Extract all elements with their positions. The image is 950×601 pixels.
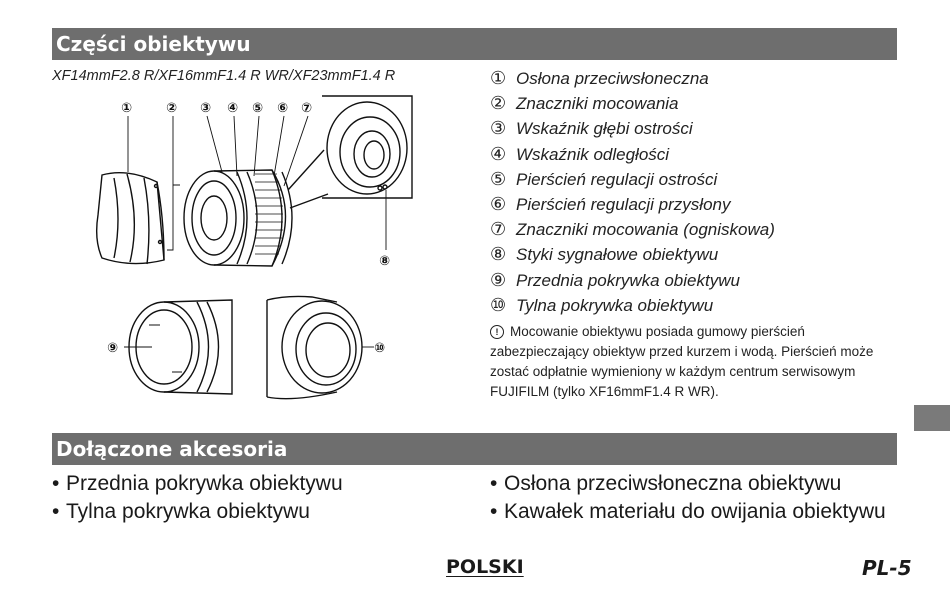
caution-note: !Mocowanie obiektywu posiada gumowy pier… (490, 322, 900, 402)
accessory-item: •Osłona przeciwsłoneczna obiektywu (490, 472, 842, 495)
accessory-item: •Kawałek materiału do owijania obiektywu (490, 500, 886, 523)
accessories-list-right: •Osłona przeciwsłoneczna obiektywu •Kawa… (490, 470, 886, 526)
accessories-list-left: •Przednia pokrywka obiektywu •Tylna pokr… (52, 470, 343, 526)
callout-10: ⑩ (374, 341, 385, 356)
callout-4: ④ (227, 101, 238, 116)
callout-9: ⑨ (107, 341, 118, 356)
callout-8: ⑧ (379, 254, 390, 269)
lens-parts-diagram: ① ② ③ ④ ⑤ ⑥ ⑦ ⑧ ⑨ ⑩ (95, 95, 413, 400)
callout-5: ⑤ (252, 101, 263, 116)
page-number: PL-5 (862, 556, 912, 580)
rear-cap-illustration (266, 295, 363, 400)
section-title-accessories: Dołączone akcesoria (52, 433, 897, 465)
chapter-tab-marker (914, 405, 950, 431)
caution-icon: ! (490, 325, 504, 339)
callout-1: ① (121, 101, 132, 116)
footer-language-link[interactable]: POLSKI (446, 556, 524, 578)
callout-leader-lines (124, 115, 387, 348)
lens-body-illustration (183, 169, 293, 267)
callout-7: ⑦ (301, 101, 312, 116)
callout-3: ③ (200, 101, 211, 116)
lens-models-line: XF14mmF2.8 R/XF16mmF1.4 R WR/XF23mmF1.4 … (52, 68, 396, 84)
accessory-item: •Przednia pokrywka obiektywu (52, 472, 343, 495)
accessory-item: •Tylna pokrywka obiektywu (52, 500, 310, 523)
lens-hood-illustration (95, 172, 165, 265)
callout-2: ② (166, 101, 177, 116)
lens-mount-inset (287, 95, 413, 209)
section-title-parts: Części obiektywu (52, 28, 897, 60)
callout-6: ⑥ (277, 101, 288, 116)
caution-note-text: Mocowanie obiektywu posiada gumowy pierś… (490, 324, 874, 399)
